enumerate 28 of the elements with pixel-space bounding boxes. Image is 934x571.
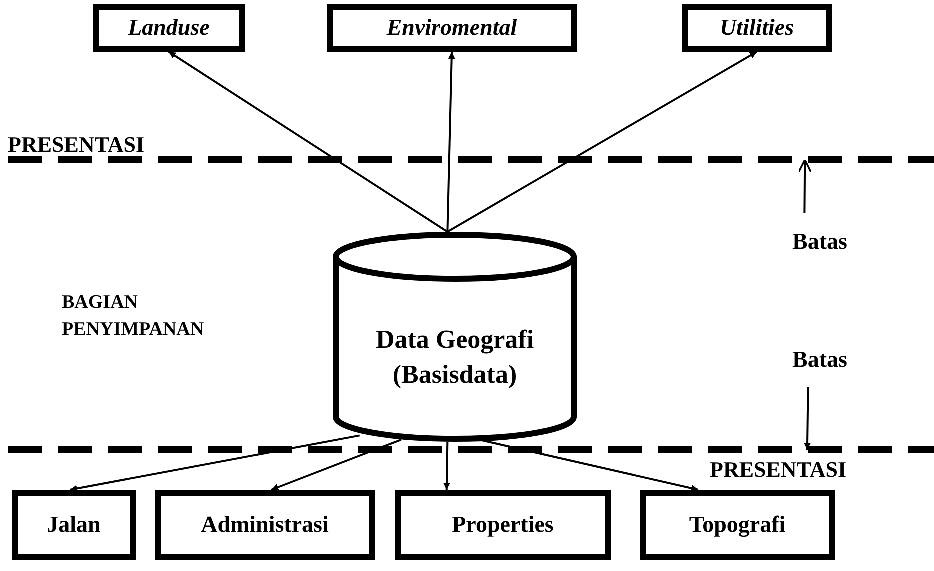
box-label: Jalan [47,512,101,538]
pointer-arrow [798,159,812,213]
boundary-label: Batas [792,347,848,373]
box-label: Landuse [128,15,210,41]
category-box [640,490,835,560]
arrow [70,434,360,492]
box-label: Utilities [720,15,794,41]
arrow [271,438,402,491]
arrow [443,442,450,490]
database-label: Data Geografi (Basisdata) [374,324,536,391]
category-box [12,490,136,560]
category-box [395,490,611,560]
arrow [447,51,758,233]
box-label: Administrasi [201,512,329,538]
category-box [93,4,245,52]
box-label: Enviromental [386,15,518,41]
box-label: Properties [452,512,554,538]
pointer-arrow [804,386,812,450]
layer-label: PRESENTASI [8,131,145,159]
box-label: Topografi [689,512,786,538]
category-box [327,4,577,52]
arrow [446,52,456,232]
category-box [155,490,375,560]
boundary-label: Batas [792,229,848,255]
arrow [168,51,448,233]
layer-label: PRESENTASI [710,456,847,484]
category-box [682,4,832,52]
section-label: BAGIAN PENYIMPANAN [62,291,206,342]
